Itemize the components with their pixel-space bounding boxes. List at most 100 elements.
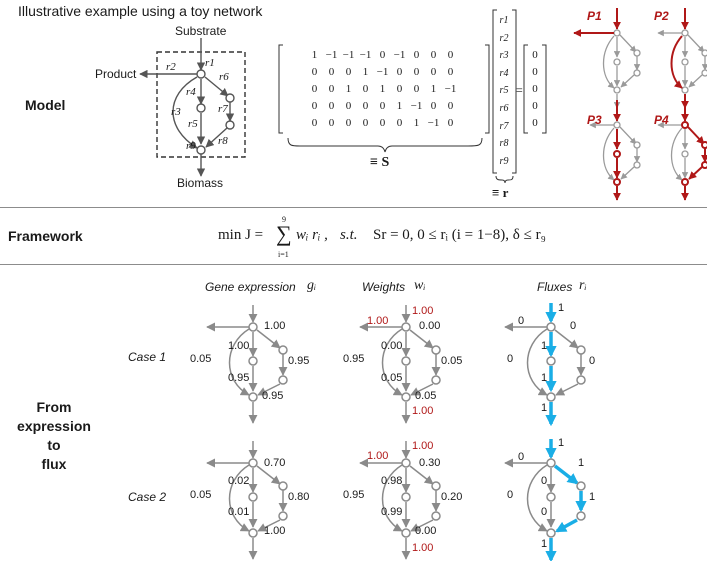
case-1-weight-r3: 0.95	[343, 353, 365, 365]
flux-vector: r1 r2 r3 r4 r5 r6 r7 r8 r9	[495, 12, 513, 170]
substrate-label: Substrate	[175, 24, 227, 38]
reaction-label-r4: r4	[186, 86, 196, 98]
matrix-cell: 0	[379, 49, 386, 61]
matrix-cell: 0	[345, 117, 352, 129]
subject-to: s.t.	[340, 227, 358, 243]
column-gene-expression-label: Gene expression	[205, 280, 296, 294]
case-2-gene-r5: 0.01	[228, 506, 250, 518]
matrix-cell: 0	[379, 117, 386, 129]
matrix-cell: 1	[311, 49, 318, 61]
expression-line-1: From	[36, 399, 72, 415]
reaction-label-r6: r6	[219, 71, 229, 83]
pathway-p3	[589, 100, 641, 201]
case-1-gene-network	[206, 305, 288, 424]
case-1-weight-r2: 1.00	[367, 315, 389, 327]
matrix-cell: −1	[393, 49, 406, 61]
matrix-cell: −1	[359, 49, 372, 61]
matrix-cell: 0	[362, 83, 369, 95]
matrix-cell: 0	[396, 83, 403, 95]
pathway-label-p3: P3	[587, 113, 602, 127]
equals-sign: =	[516, 83, 523, 97]
case-1-flux-r9: 1	[541, 402, 548, 414]
section-framework-label: Framework	[8, 228, 83, 244]
sum-lower-limit: i=1	[278, 250, 289, 259]
matrix-s-label: ≡ S	[370, 155, 390, 170]
matrix-cell: 0	[430, 49, 437, 61]
case-2-gene-r4: 0.02	[228, 475, 250, 487]
case-1-weight-r4: 0.00	[381, 340, 403, 352]
zero-vector-entry: 0	[532, 66, 538, 78]
sum-sign: ∑	[276, 221, 292, 246]
case-2-gene-r6: 0.70	[264, 457, 286, 469]
case-1-gene-r2: 1.00	[264, 320, 286, 332]
expression-line-4: flux	[41, 456, 67, 472]
case-2-flux-r7: 1	[589, 491, 596, 503]
matrix-cell: 0	[328, 83, 335, 95]
case-2-flux-r4: 0	[541, 475, 548, 487]
case-2-flux-r9: 1	[541, 538, 548, 550]
matrix-cell: 1	[413, 117, 420, 129]
case-1-weight-r6: 0.00	[419, 320, 441, 332]
case-1-weight-r5: 0.05	[381, 372, 403, 384]
reaction-label-r5: r5	[188, 118, 198, 130]
objective-min: min J =	[218, 227, 264, 243]
case-2-weights-network	[359, 441, 441, 560]
flux-vector-entry: r8	[499, 138, 509, 150]
case-1-flux-r7: 0	[589, 355, 596, 367]
matrix-cell: 0	[447, 117, 454, 129]
case-1-label: Case 1	[128, 350, 167, 364]
case-2-gene-r3: 0.05	[190, 489, 212, 501]
matrix-cell: 0	[447, 49, 454, 61]
case-1-weight-output: 1.00	[412, 405, 434, 417]
case-2-weight-r1: 1.00	[412, 440, 434, 452]
case-1-flux-r3: 0	[507, 353, 514, 365]
reaction-label-r7: r7	[218, 103, 228, 115]
constraint-text: Sr = 0, 0 ≤ rᵢ (i = 1−8), δ ≤ r₉	[373, 227, 546, 243]
case-1-flux-r4: 1	[541, 340, 548, 352]
column-weights-symbol: wᵢ	[414, 278, 426, 293]
expression-line-3: to	[47, 437, 61, 453]
matrix-cell: 1	[345, 83, 352, 95]
biomass-label: Biomass	[177, 176, 224, 190]
matrix-cell: 0	[413, 66, 420, 78]
divider-top	[0, 207, 707, 208]
divider-middle	[0, 264, 707, 265]
matrix-cell: 0	[396, 117, 403, 129]
zero-vector-entry: 0	[532, 100, 538, 112]
matrix-cell: 0	[379, 100, 386, 112]
case-1-gene-r3: 0.05	[190, 353, 212, 365]
case-2-flux-r5: 0	[541, 506, 548, 518]
matrix-cell: 0	[413, 49, 420, 61]
reaction-label-r2: r2	[166, 61, 176, 73]
case-2-gene-network	[206, 441, 288, 560]
matrix-cell: 0	[413, 83, 420, 95]
zero-vector-entry: 0	[532, 83, 538, 95]
column-fluxes-label: Fluxes	[537, 280, 573, 294]
case-1-gene-r4: 1.00	[228, 340, 250, 352]
matrix-cell: 1	[379, 83, 386, 95]
zero-vector-entry: 0	[532, 49, 538, 61]
flux-vector-entry: r9	[499, 155, 509, 167]
case-2-flux-r6: 1	[578, 457, 585, 469]
case-2-flux-network	[504, 439, 587, 561]
matrix-cell: 1	[396, 100, 403, 112]
matrix-cell: 0	[362, 117, 369, 129]
reaction-label-r3: r3	[171, 106, 181, 118]
reaction-label-r1: r1	[205, 57, 215, 69]
case-2-weight-r6: 0.30	[419, 457, 441, 469]
matrix-cell: 0	[328, 66, 335, 78]
sum-upper-limit: 9	[282, 215, 286, 224]
case-2-weight-output: 1.00	[412, 542, 434, 554]
flux-vector-entry: r7	[499, 120, 509, 132]
matrix-cell: −1	[376, 66, 389, 78]
matrix-cell: 0	[447, 100, 454, 112]
flux-vector-entry: r3	[499, 50, 509, 62]
